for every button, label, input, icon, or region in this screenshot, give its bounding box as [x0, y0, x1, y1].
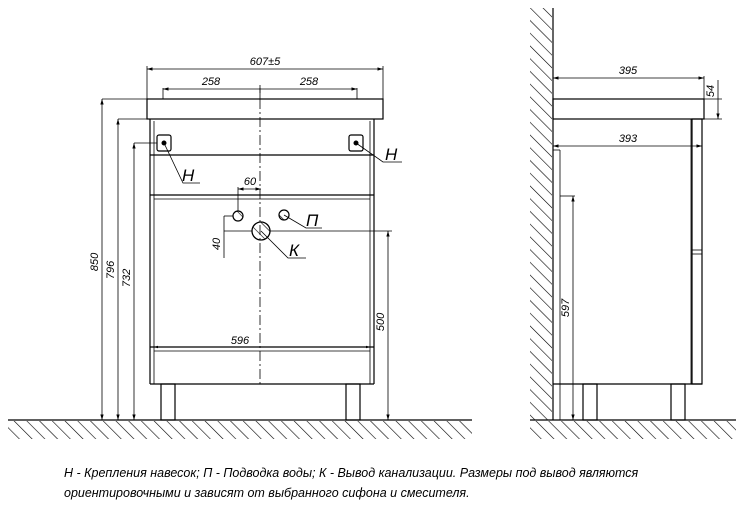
- dim-top-depth: 395: [619, 65, 638, 77]
- label-drain: К: [289, 241, 300, 260]
- legend-note-line-2: ориентировочными и зависят от выбранного…: [64, 486, 470, 500]
- front-countertop: [146, 98, 384, 120]
- legend-note-line-1: Н - Крепления навесок; П - Подводка воды…: [64, 466, 639, 480]
- dim-inner-width: 596: [231, 335, 250, 347]
- dim-right-half: 258: [299, 76, 319, 88]
- dim-total-width: 607±5: [250, 56, 281, 68]
- front-floor: [8, 419, 472, 439]
- front-cabinet-body: [149, 119, 375, 385]
- mount-bracket-right: [348, 134, 364, 152]
- dim-inner-height: 597: [560, 298, 572, 317]
- side-view: [530, 8, 736, 439]
- dim-water-offset: 40: [211, 237, 223, 250]
- dim-height-850: 850: [89, 252, 101, 271]
- label-mount-right: Н: [385, 145, 398, 164]
- dim-height-732: 732: [121, 269, 133, 287]
- dim-drain-height: 500: [375, 312, 387, 331]
- dim-height-796: 796: [105, 260, 117, 279]
- legend-note: Н - Крепления навесок; П - Подводка воды…: [64, 463, 744, 503]
- label-water: П: [306, 211, 319, 230]
- side-countertop: [552, 98, 705, 120]
- dim-left-half: 258: [201, 76, 221, 88]
- dim-top-thickness: 54: [705, 85, 717, 97]
- label-mount-left: Н: [182, 166, 195, 185]
- front-view: [8, 66, 472, 439]
- front-leg-right: [345, 383, 361, 421]
- water-inlet-left: [232, 210, 244, 222]
- dim-water-spacing: 60: [244, 176, 257, 188]
- side-cabinet-body: [553, 118, 703, 385]
- side-floor: [530, 419, 736, 439]
- side-wall: [530, 8, 554, 420]
- dim-body-depth: 393: [619, 133, 638, 145]
- side-leg-front: [670, 383, 686, 421]
- front-leg-left: [160, 383, 176, 421]
- side-leg-back: [582, 383, 598, 421]
